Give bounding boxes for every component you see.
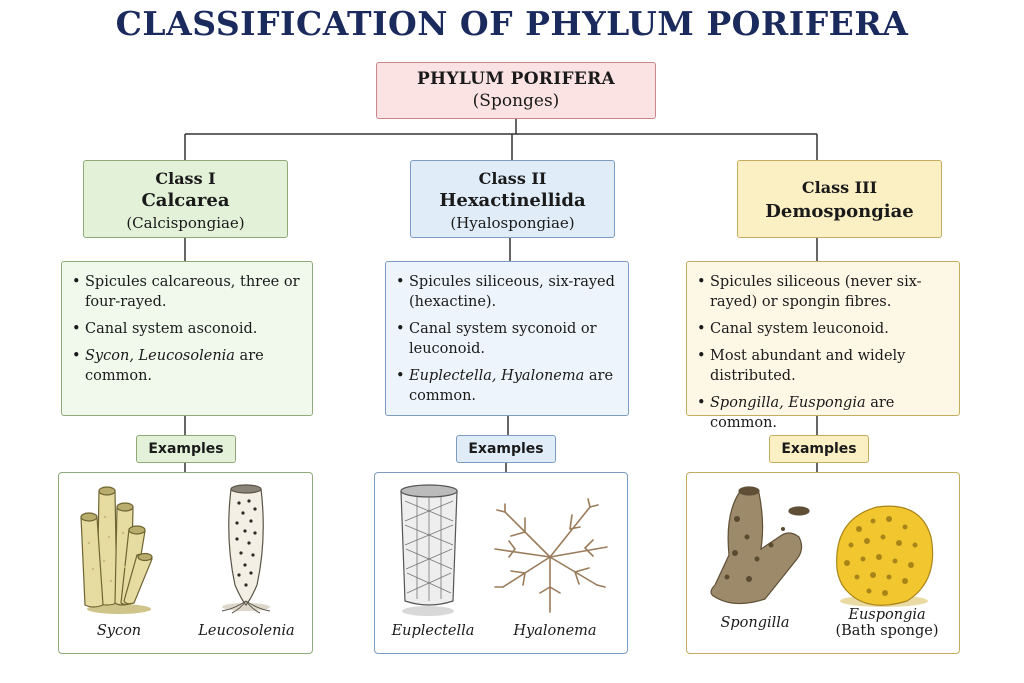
euspongia-illustration [836, 505, 934, 607]
euplectella-illustration [400, 484, 608, 616]
class1-examples-panel: Sycon Leucosolenia [58, 472, 313, 654]
class2-feature: Spicules siliceous, six-rayed (hexactine… [396, 272, 618, 312]
sycon-illustration [80, 484, 271, 614]
class3-feature: Spicules siliceous (never six-rayed) or … [697, 272, 949, 312]
class3-feature: Most abundant and widely distributed. [697, 346, 949, 386]
class1-feature: Canal system asconoid. [72, 319, 302, 339]
euplectella-caption: Euplectella [391, 623, 475, 639]
class1-name: Calcarea [141, 190, 230, 211]
class3-name: Demospongiae [765, 201, 914, 222]
class3-number: Class III [801, 178, 878, 197]
class1-node: Class I Calcarea (Calcispongiae) [83, 160, 288, 238]
hyalonema-caption: Hyalonema [513, 623, 597, 639]
class1-examples-label: Examples [136, 435, 236, 463]
class3-feature: Canal system leuconoid. [697, 319, 949, 339]
root-subtitle: (Sponges) [472, 91, 560, 111]
sycon-caption: Sycon [96, 623, 142, 639]
class2-feature: Canal system syconoid or leuconoid. [396, 319, 618, 359]
leucosolenia-caption: Leucosolenia [198, 623, 295, 639]
hyalonema-illustration [494, 498, 608, 613]
euspongia-caption: Euspongia (Bath sponge) [827, 607, 947, 639]
class3-features: Spicules siliceous (never six-rayed) or … [686, 261, 960, 431]
class1-features: Spicules calcareous, three or four-rayed… [61, 261, 313, 416]
class2-node: Class II Hexactinellida (Hyalospongiae) [410, 160, 615, 238]
class2-examples-panel: Euplectella Hyalonema [374, 472, 628, 654]
class2-name: Hexactinellida [439, 190, 586, 211]
root-title: PHYLUM PORIFERA [416, 69, 616, 89]
class3-examples-label: Examples [769, 435, 869, 463]
class1-examples-note: Sycon, Leucosolenia are common. [72, 346, 302, 386]
class2-number: Class II [478, 169, 547, 188]
class2-features: Spicules siliceous, six-rayed (hexactine… [385, 261, 629, 416]
class1-number: Class I [155, 169, 216, 188]
class2-examples-note: Euplectella, Hyalonema are common. [396, 366, 618, 406]
class1-alt-name: (Calcispongiae) [126, 214, 245, 232]
spongilla-illustration [710, 486, 934, 607]
page-title: CLASSIFICATION OF PHYLUM PORIFERA [115, 4, 909, 43]
class3-examples-note: Spongilla, Euspongia are common. [697, 393, 949, 433]
euspongia-common-name: (Bath sponge) [835, 623, 939, 639]
class3-node: Class III Demospongiae [737, 160, 942, 238]
class1-feature: Spicules calcareous, three or four-rayed… [72, 272, 302, 312]
class2-alt-name: (Hyalospongiae) [450, 214, 575, 232]
root-node: PHYLUM PORIFERA (Sponges) [376, 62, 656, 119]
spongilla-caption: Spongilla [720, 615, 790, 631]
class3-examples-panel: Spongilla Euspongia (Bath sponge) [686, 472, 960, 654]
class2-examples-label: Examples [456, 435, 556, 463]
